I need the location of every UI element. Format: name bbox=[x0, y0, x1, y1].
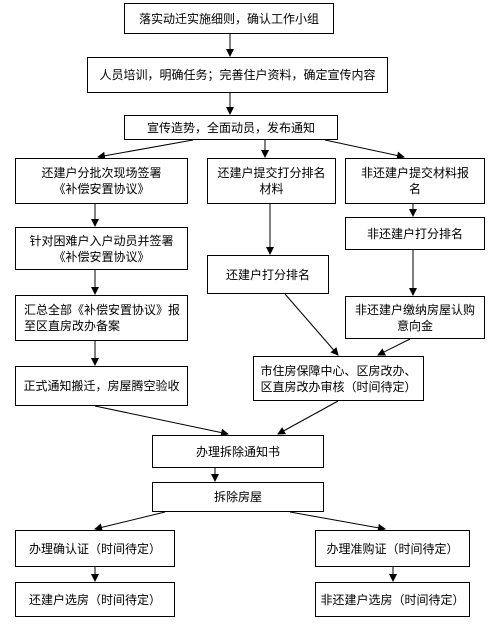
node-formal-relocation-notice: 正式通知搬迁，房屋腾空验收 bbox=[15, 366, 188, 406]
node-confirmation-cert-text: 办理确认证（时间待定） bbox=[28, 541, 161, 556]
node-summarize-agreements-text: 汇总全部《补偿安置协议》报 至区直房改办备案 bbox=[24, 303, 181, 333]
node-formal-relocation-notice-text: 正式通知搬迁，房屋腾空验收 bbox=[23, 379, 180, 393]
node-hardship-sign: 针对困难户入户动员并签署 《补偿安置协议》 bbox=[15, 227, 188, 270]
arrow-step3-a1 bbox=[97, 139, 194, 160]
step-publicity-text: 宣传造势，全面动员，发布通知 bbox=[146, 120, 315, 135]
node-demolish-house: 拆除房屋 bbox=[152, 482, 324, 512]
node-nonrebuild-submit: 非还建户提交材料报 名 bbox=[345, 158, 485, 204]
arrow-demolish-purchase bbox=[289, 511, 386, 532]
node-rebuild-ranking-text: 还建户打分排名 bbox=[225, 267, 310, 282]
node-confirmation-cert: 办理确认证（时间待定） bbox=[15, 530, 175, 567]
arrow-step3-c1 bbox=[324, 139, 405, 160]
node-rebuild-select-house-text: 还建户选房（时间待定） bbox=[28, 592, 161, 607]
node-rebuild-sign-agreement: 还建户分批次现场签署 《补偿安置协议》 bbox=[15, 158, 188, 204]
node-rebuild-sign-agreement-text: 还建户分批次现场签署 《补偿安置协议》 bbox=[41, 166, 162, 196]
step-publicity: 宣传造势，全面动员，发布通知 bbox=[124, 115, 338, 140]
arrow-b2-review bbox=[284, 293, 339, 356]
node-summarize-agreements: 汇总全部《补偿安置协议》报 至区直房改办备案 bbox=[15, 295, 188, 341]
step-confirm-work-group-text: 落实动迁实施细则，确认工作小组 bbox=[138, 11, 319, 26]
node-nonrebuild-deposit: 非还建户缴纳房屋认购 意向金 bbox=[345, 296, 485, 339]
node-review-center-text: 市住房保障中心、区房改办、 区直房改办审核（时间待定） bbox=[260, 363, 417, 394]
node-purchase-permit: 办理准购证（时间待定） bbox=[315, 530, 470, 567]
arrow-a4-notice bbox=[94, 405, 229, 437]
node-rebuild-ranking: 还建户打分排名 bbox=[207, 255, 329, 294]
node-nonrebuild-submit-text: 非还建户提交材料报 名 bbox=[360, 166, 469, 196]
node-rebuild-submit-materials-text: 还建户提交打分排名 材料 bbox=[217, 166, 326, 196]
node-nonrebuild-select-house-text: 非还建户选房（时间待定） bbox=[320, 592, 465, 607]
node-nonrebuild-select-house: 非还建户选房（时间待定） bbox=[315, 582, 470, 617]
node-demolition-notice: 办理拆除通知书 bbox=[152, 435, 324, 468]
arrow-demolish-confirm bbox=[94, 511, 166, 532]
node-rebuild-submit-materials: 还建户提交打分排名 材料 bbox=[207, 158, 336, 204]
node-hardship-sign-text: 针对困难户入户动员并签署 《补偿安置协议》 bbox=[29, 233, 174, 264]
arrow-c3-review bbox=[377, 338, 411, 356]
node-demolition-notice-text: 办理拆除通知书 bbox=[195, 444, 280, 459]
node-nonrebuild-ranking-text: 非还建户打分排名 bbox=[366, 226, 463, 241]
node-purchase-permit-text: 办理准购证（时间待定） bbox=[326, 541, 459, 556]
step-training-text: 人员培训，明确任务；完善住户资料，确定宣传内容 bbox=[99, 68, 376, 82]
node-demolish-house-text: 拆除房屋 bbox=[213, 490, 262, 504]
node-rebuild-select-house: 还建户选房（时间待定） bbox=[15, 582, 175, 617]
arrow-review-notice bbox=[277, 400, 339, 435]
node-review-center: 市住房保障中心、区房改办、 区直房改办审核（时间待定） bbox=[253, 356, 424, 401]
node-nonrebuild-ranking: 非还建户打分排名 bbox=[345, 217, 485, 250]
node-nonrebuild-deposit-text: 非还建户缴纳房屋认购 意向金 bbox=[354, 302, 475, 333]
step-training: 人员培训，明确任务；完善住户资料，确定宣传内容 bbox=[87, 57, 388, 93]
step-confirm-work-group: 落实动迁实施细则，确认工作小组 bbox=[124, 3, 334, 34]
